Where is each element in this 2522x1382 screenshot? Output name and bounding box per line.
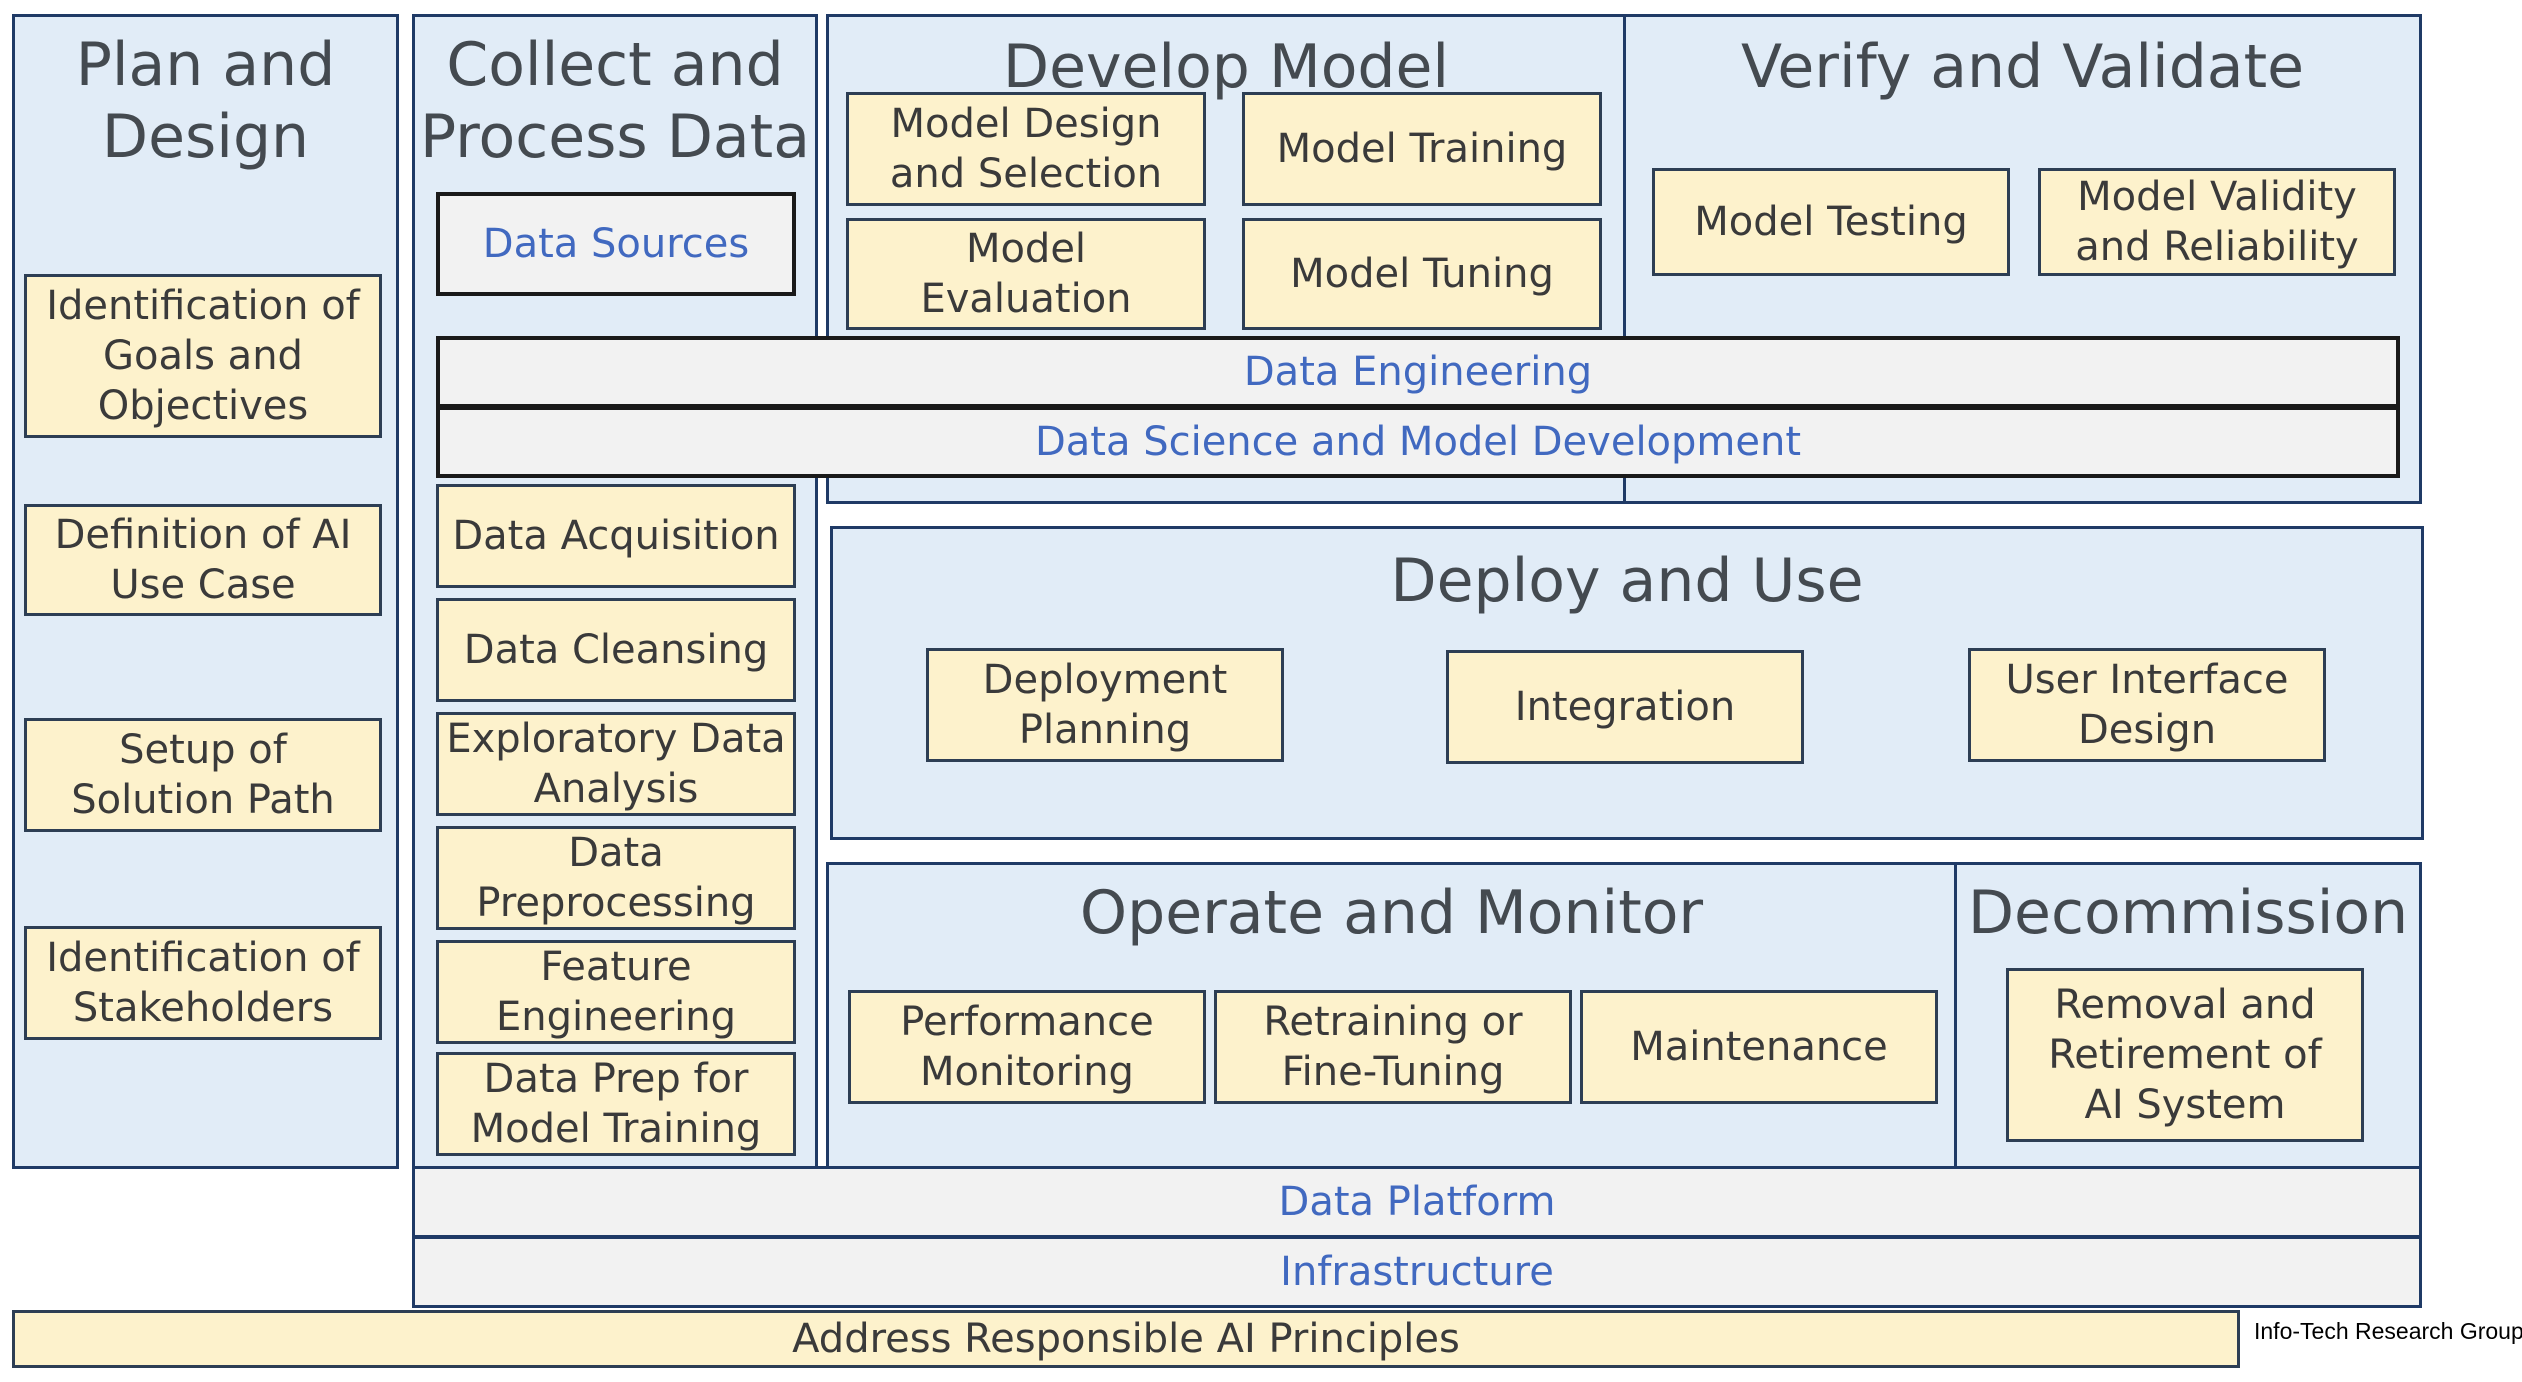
task-stakeholders: Identification of Stakeholders <box>24 926 382 1040</box>
task-solution-path: Setup of Solution Path <box>24 718 382 832</box>
phase-title-operate: Operate and Monitor <box>1079 878 1704 948</box>
task-model-evaluation: Model Evaluation <box>846 218 1206 330</box>
task-model-design-selection: Model Design and Selection <box>846 92 1206 206</box>
phase-title-plan: Plan and Design <box>75 30 336 172</box>
phase-title-deploy: Deploy and Use <box>1390 546 1864 616</box>
phase-title-develop: Develop Model <box>1002 32 1450 102</box>
task-user-interface-design: User Interface Design <box>1968 648 2326 762</box>
bar-data-platform: Data Platform <box>412 1166 2422 1238</box>
task-performance-monitoring: Performance Monitoring <box>848 990 1206 1104</box>
phase-title-decommission: Decommission <box>1967 878 2409 948</box>
task-model-tuning: Model Tuning <box>1242 218 1602 330</box>
task-model-training: Model Training <box>1242 92 1602 206</box>
bar-responsible-ai-principles: Address Responsible AI Principles <box>12 1310 2240 1368</box>
phase-title-verify: Verify and Validate <box>1740 32 2305 102</box>
task-data-cleansing: Data Cleansing <box>436 598 796 702</box>
bar-data-science-model-development: Data Science and Model Development <box>436 406 2400 478</box>
task-data-acquisition: Data Acquisition <box>436 484 796 588</box>
task-model-testing: Model Testing <box>1652 168 2010 276</box>
task-data-prep-model-training: Data Prep for Model Training <box>436 1052 796 1156</box>
task-feature-engineering: Feature Engineering <box>436 940 796 1044</box>
task-goals-objectives: Identification of Goals and Objectives <box>24 274 382 438</box>
bar-infrastructure: Infrastructure <box>412 1236 2422 1308</box>
task-deployment-planning: Deployment Planning <box>926 648 1284 762</box>
task-maintenance: Maintenance <box>1580 990 1938 1104</box>
task-retraining-fine-tuning: Retraining or Fine-Tuning <box>1214 990 1572 1104</box>
task-integration: Integration <box>1446 650 1804 764</box>
task-model-validity-reliability: Model Validity and Reliability <box>2038 168 2396 276</box>
bar-data-engineering: Data Engineering <box>436 336 2400 408</box>
task-removal-retirement-ai-system: Removal and Retirement of AI System <box>2006 968 2364 1142</box>
task-ai-use-case: Definition of AI Use Case <box>24 504 382 616</box>
task-exploratory-data-analysis: Exploratory Data Analysis <box>436 712 796 816</box>
task-data-preprocessing: Data Preprocessing <box>436 826 796 930</box>
phase-title-collect: Collect and Process Data <box>420 30 810 172</box>
credit-info-tech: Info-Tech Research Group <box>2254 1318 2522 1344</box>
data-sources-box: Data Sources <box>436 192 796 296</box>
